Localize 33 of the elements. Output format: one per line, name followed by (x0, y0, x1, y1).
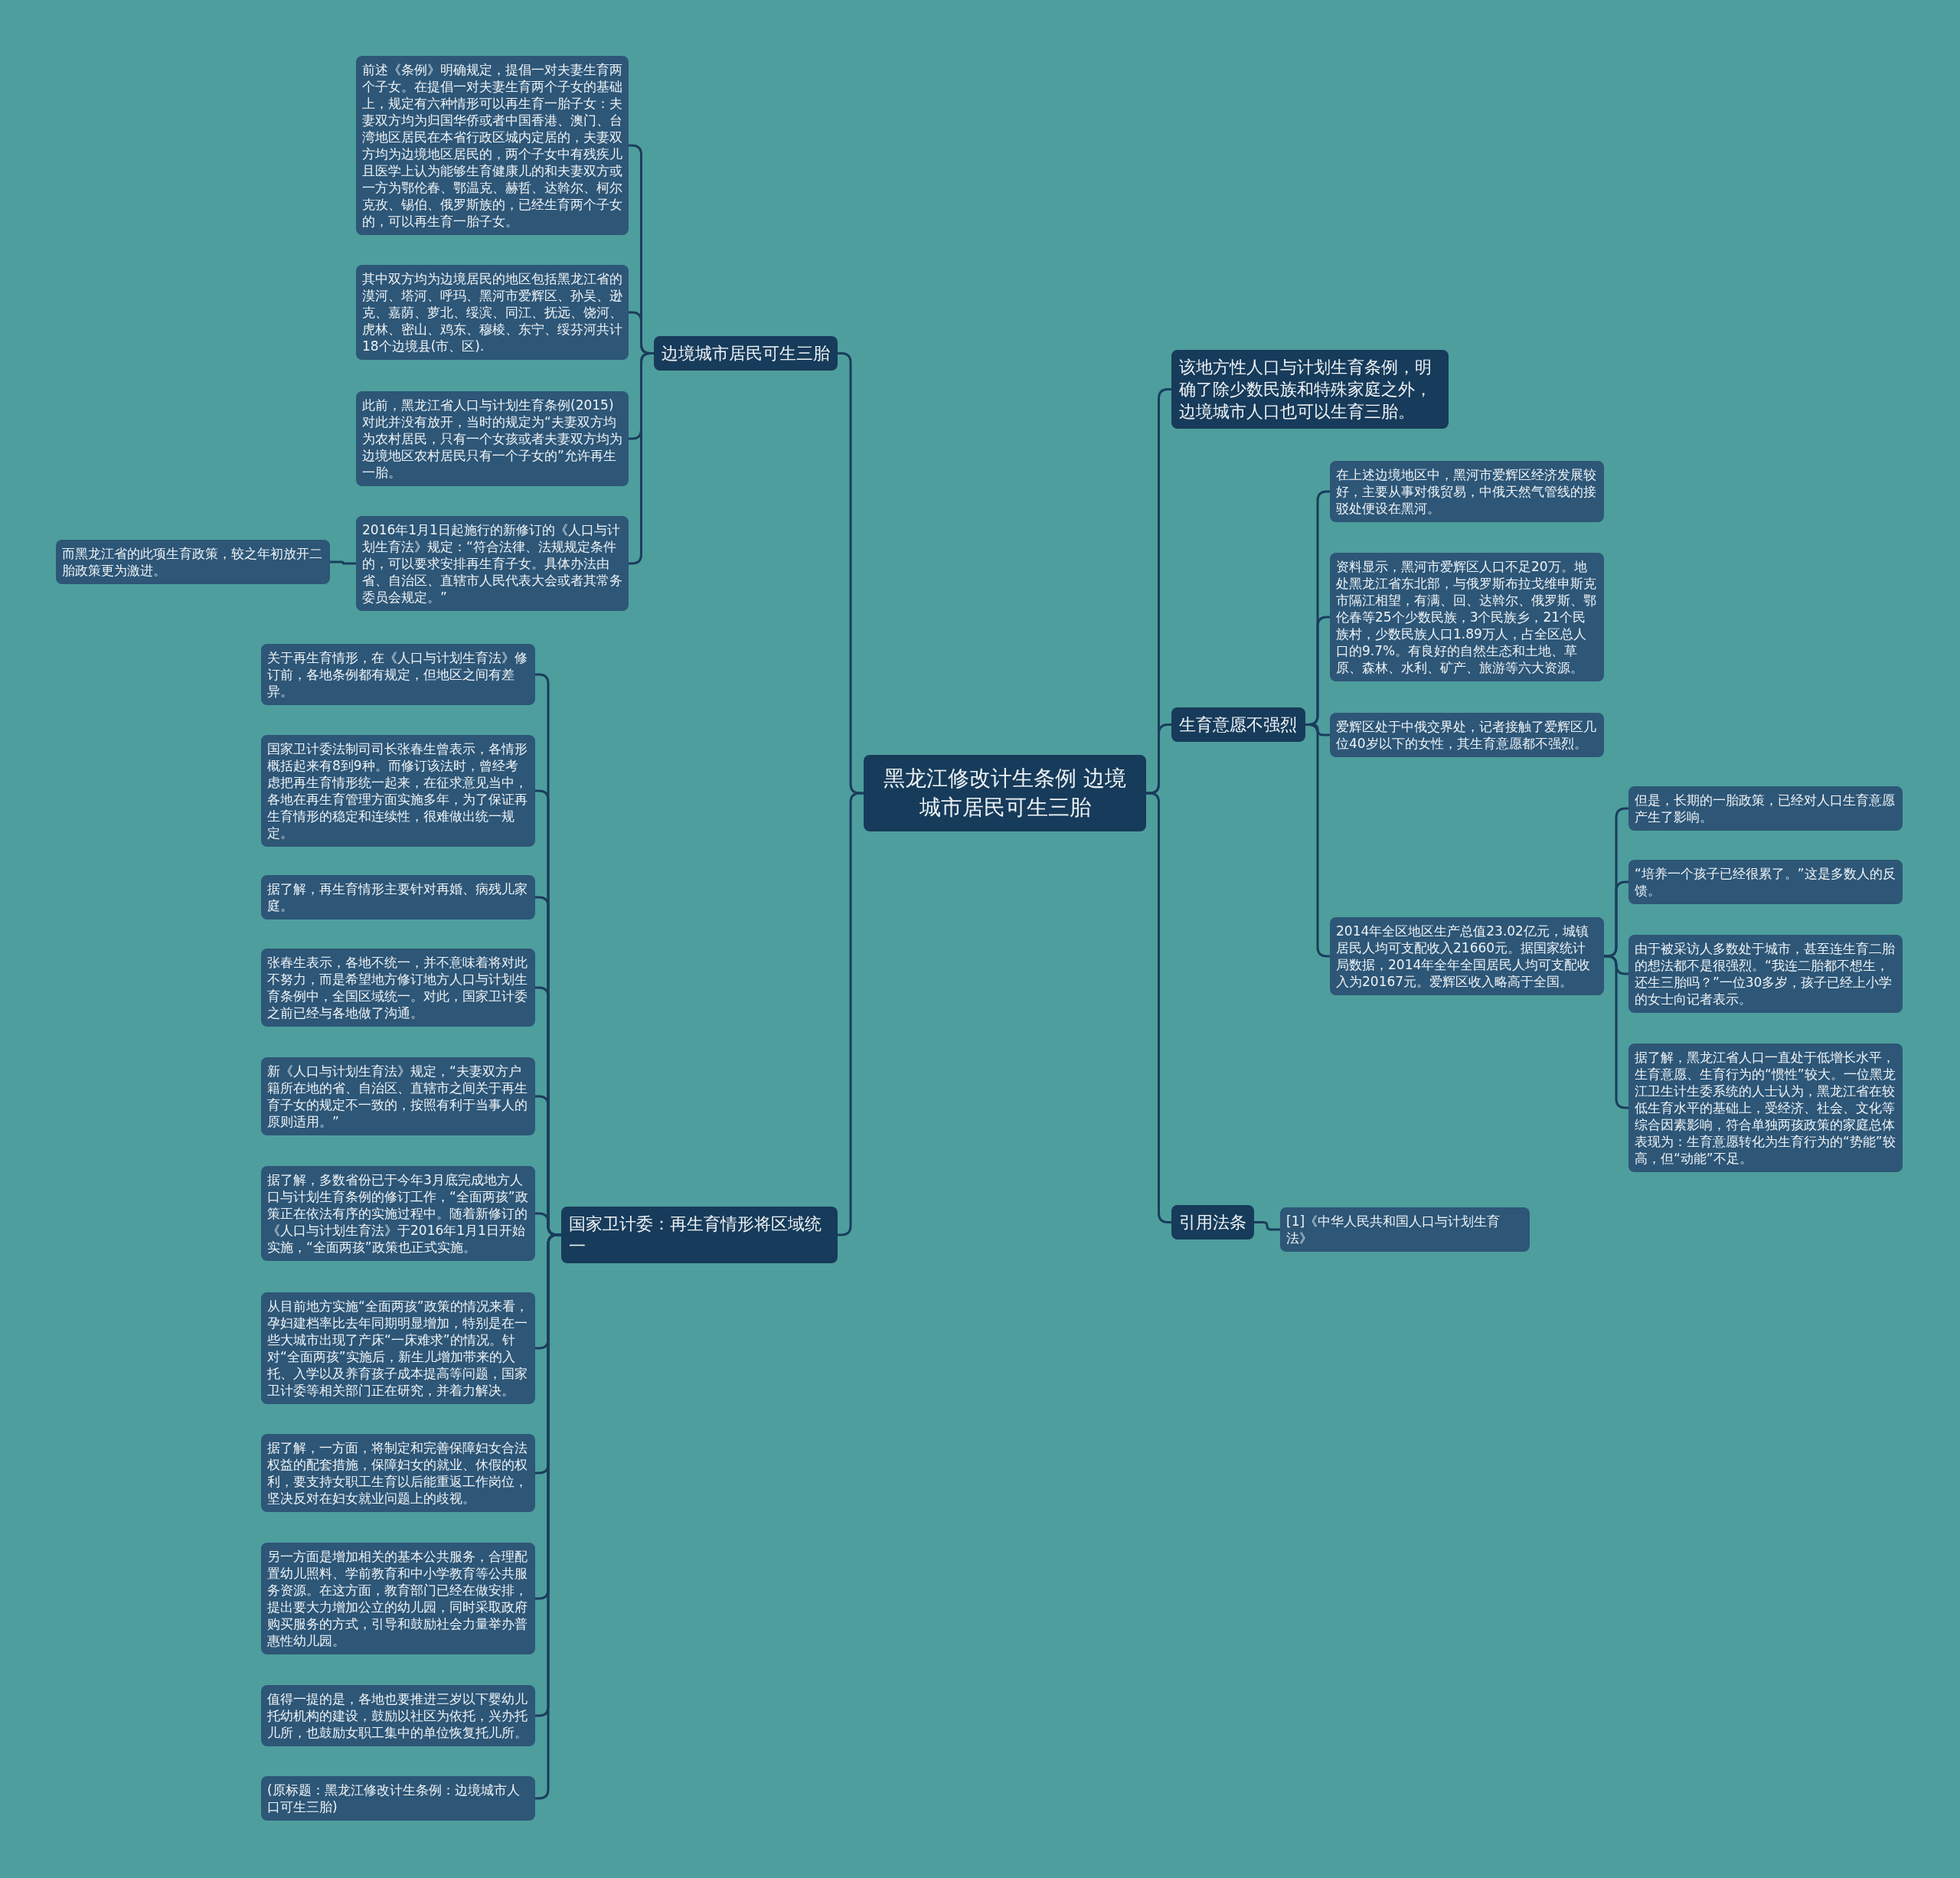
note-box: “培养一个孩子已经很累了。”这是多数人的反馈。 (1628, 860, 1903, 904)
note-box: 2014年全区地区生产总值23.02亿元，城镇居民人均可支配收入21660元。据国家统计局数据，2014年全年全国居民人均可支配收入为20167元。爱辉区收入略高于全国。 (1330, 917, 1604, 995)
note-box: 爱辉区处于中俄交界处，记者接触了爱辉区几位40岁以下的女性，其生育意愿都不强烈。 (1330, 713, 1604, 757)
note-box: 据了解，多数省份已于今年3月底完成地方人口与计划生育条例的修订工作，“全面两孩”政策正在依法有序的实施过程中。随着新修订的《人口与计划生育法》于2016年1月1日开始实施，“全面两孩”政策也正式实施。 (261, 1166, 535, 1261)
connector-line (1254, 1221, 1280, 1231)
note-box: [1]《中华人民共和国人口与计划生育法》 (1280, 1207, 1530, 1252)
note-box: 而黑龙江省的此项生育政策，较之年初放开二胎政策更为激进。 (56, 540, 330, 584)
note-box: 据了解，一方面，将制定和完善保障妇女合法权益的配套措施，保障妇女的就业、休假的权利，要支持女职工生育以后能重返工作岗位，坚决反对在妇女就业问题上的歧视。 (261, 1434, 535, 1512)
note-box: 值得一提的是，各地也要推进三岁以下婴幼儿托幼机构的建设，鼓励以社区为依托，兴办托儿所，也鼓励女职工集中的单位恢复托儿所。 (261, 1685, 535, 1746)
central-topic-box: 黑龙江修改计生条例 边境城市居民可生三胎 (864, 755, 1146, 831)
branch-topic-box: 边境城市居民可生三胎 (654, 336, 838, 371)
note-box: (原标题：黑龙江修改计生条例：边境城市人口可生三胎) (261, 1776, 535, 1821)
note-box: 但是，长期的一胎政策，已经对人口生育意愿产生了影响。 (1628, 786, 1903, 831)
connector-line (330, 560, 356, 565)
note-box: 新《人口与计划生育法》规定，“夫妻双方户籍所在地的省、自治区、直辖市之间关于再生育子女的规定不一致的，按照有利于当事人的原则适用。” (261, 1057, 535, 1135)
note-box: 国家卫计委法制司司长张春生曾表示，各情形概括起来有8到9种。而修订该法时，曾经考虑把再生育情形统一起来，在征求意见当中，各地在再生育管理方面实施多年，为了保证再生育情形的稳定和连续性，很难做出统一规定。 (261, 735, 535, 847)
branch-topic-box: 引用法条 (1171, 1205, 1254, 1239)
note-box: 张春生表示，各地不统一，并不意味着将对此不努力，而是希望地方修订地方人口与计划生育条例中，全国区域统一。对此，国家卫计委之前已经与各地做了沟通。 (261, 949, 535, 1027)
note-box: 此前，黑龙江省人口与计划生育条例(2015)对此并没有放开，当时的规定为“夫妻双方均为农村居民，只有一个女孩或者夫妻双方均为边境地区农村居民只有一个子女的”允许再生一胎。 (356, 391, 629, 486)
note-box: 从目前地方实施“全面两孩”政策的情况来看，孕妇建档率比去年同期明显增加，特别是在一些大城市出现了产床“一床难求”的情况。针对“全面两孩”实施后，新生儿增加带来的入托、入学以及养育孩子成本提高等问题，国家卫计委等相关部门正在研究，并着力解决。 (261, 1292, 535, 1404)
note-box: 其中双方均为边境居民的地区包括黑龙江省的漠河、塔河、呼玛、黑河市爱辉区、孙吴、逊克、嘉荫、萝北、绥滨、同江、抚远、饶河、虎林、密山、鸡东、穆棱、东宁、绥芬河共计18个边境县(市、区). (356, 265, 629, 360)
note-box: 前述《条例》明确规定，提倡一对夫妻生育两个子女。在提倡一对夫妻生育两个子女的基础上，规定有六种情形可以再生育一胎子女：夫妻双方均为归国华侨或者中国香港、澳门、台湾地区居民在本省行政区城内定居的，夫妻双方均为边境地区居民的，两个子女中有残疾儿且医学上认为能够生育健康儿的和夫妻双方或一方为鄂伦春、鄂温克、赫哲、达斡尔、柯尔克孜、锡伯、俄罗斯族的，已经生育两个子女的，可以再生育一胎子女。 (356, 56, 629, 235)
note-box: 另一方面是增加相关的基本公共服务，合理配置幼儿照料、学前教育和中小学教育等公共服务资源。在这方面，教育部门已经在做安排，提出要大力增加公立的幼儿园，同时采取政府购买服务的方式，引导和鼓励社会力量举办普惠性幼儿园。 (261, 1543, 535, 1654)
note-box: 2016年1月1日起施行的新修订的《人口与计划生育法》规定：“符合法律、法规规定条件的，可以要求安排再生育子女。具体办法由省、自治区、直辖市人民代表大会或者其常务委员会规定。” (356, 516, 629, 611)
branch-topic-box: 生育意愿不强烈 (1171, 707, 1305, 742)
note-box: 由于被采访人多数处于城市，甚至连生育二胎的想法都不是很强烈。“我连二胎都不想生，还生三胎吗？”一位30多岁，孩子已经上小学的女士向记者表示。 (1628, 935, 1903, 1013)
note-box: 据了解，黑龙江省人口一直处于低增长水平，生育意愿、生育行为的“惯性”较大。一位黑龙江卫生计生委系统的人士认为，黑龙江省在较低生育水平的基础上，受经济、社会、文化等综合因素影响，符合单独两孩政策的家庭总体表现为：生育意愿转化为生育行为的“势能”较高，但“动能”不足。 (1628, 1044, 1903, 1172)
branch-topic-box: 该地方性人口与计划生育条例，明确了除少数民族和特殊家庭之外，边境城市人口也可以生育三胎。 (1171, 350, 1449, 429)
note-box: 关于再生育情形，在《人口与计划生育法》修订前，各地条例都有规定，但地区之间有差异。 (261, 644, 535, 705)
note-box: 资料显示，黑河市爱辉区人口不足20万。地处黑龙江省东北部，与俄罗斯布拉戈维申斯克市隔江相望，有满、回、达斡尔、俄罗斯、鄂伦春等25个少数民族，3个民族乡，21个民族村，少数民族人口1.89万人，占全区总人口的9.7%。有良好的自然生态和土地、草原、森林、水利、矿产、旅游等六大资源。 (1330, 553, 1604, 681)
note-box: 在上述边境地区中，黑河市爱辉区经济发展较好，主要从事对俄贸易，中俄天然气管线的接驳处便设在黑河。 (1330, 461, 1604, 522)
note-box: 据了解，再生育情形主要针对再婚、病残儿家庭。 (261, 875, 535, 919)
branch-topic-box: 国家卫计委：再生育情形将区域统一 (561, 1207, 838, 1263)
